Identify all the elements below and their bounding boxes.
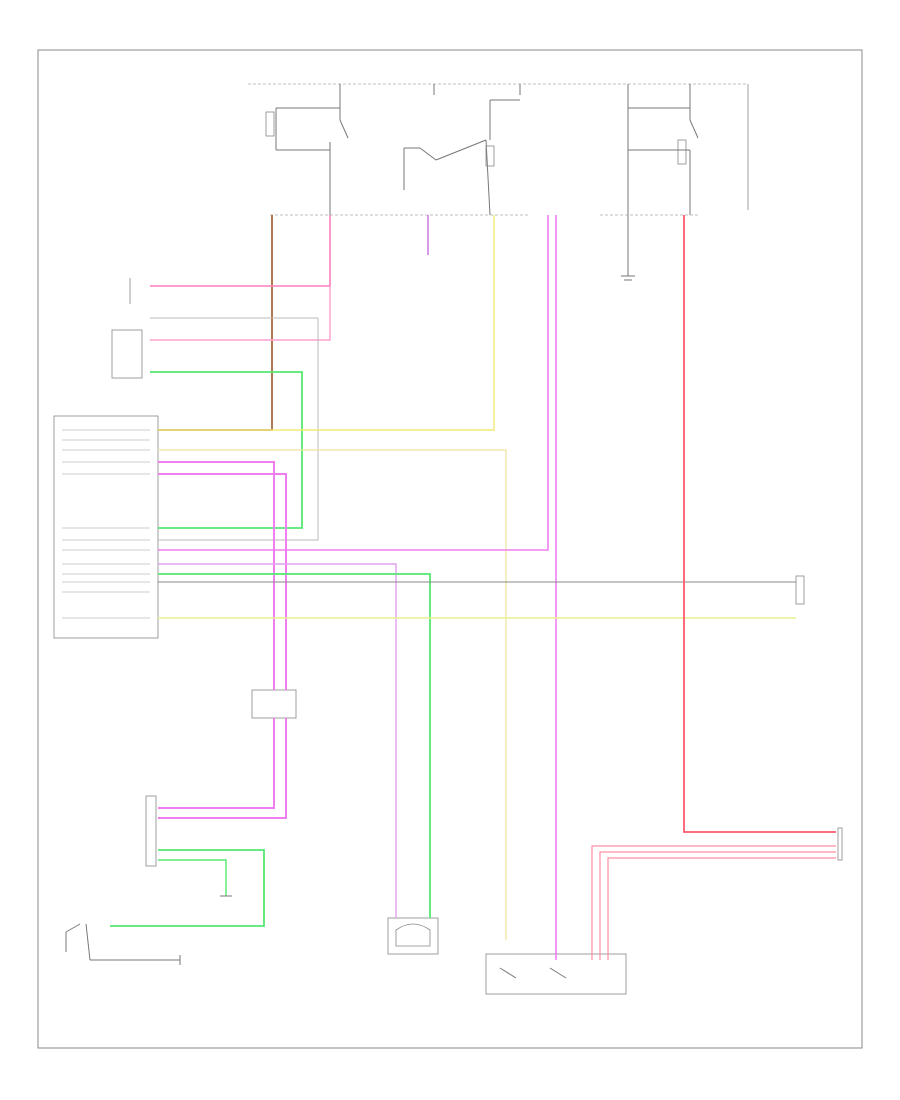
wire-pink-2	[599, 851, 836, 960]
wire-magenta-c	[158, 718, 275, 809]
power-distribution-section	[248, 83, 749, 281]
wire-green-lower-a	[110, 849, 265, 927]
transmission-range-sensor	[387, 917, 439, 955]
wire-yellow-top	[158, 215, 495, 431]
wire-magenta-clutch-a	[158, 215, 549, 551]
right-relay	[627, 84, 699, 215]
wire-red-long	[683, 215, 836, 833]
wire-pink-lower	[150, 286, 331, 341]
left-relay	[265, 84, 349, 215]
ecm-pin-stubs	[62, 429, 150, 619]
nps-connector	[795, 575, 805, 605]
wire-gray	[150, 317, 319, 541]
wire-violet-trs	[158, 563, 397, 918]
body-control-module-lower	[145, 795, 157, 867]
wire-magenta-a	[158, 461, 275, 690]
wire-yellow-2	[158, 449, 507, 940]
wire-pink-upper	[150, 215, 331, 287]
wire-brown	[158, 215, 273, 431]
starter-relay	[403, 84, 521, 216]
wires	[110, 215, 836, 960]
splice-pack	[251, 689, 297, 719]
ecm-module	[53, 415, 159, 639]
wire-pink-3	[607, 857, 836, 960]
park-neutral-switch	[65, 923, 181, 965]
wire-pink-1	[591, 845, 836, 960]
wire-magenta-d	[158, 718, 287, 819]
ground-symbol-right	[621, 215, 635, 281]
wire-green-lower-b	[158, 859, 227, 896]
wire-green-trs	[158, 573, 431, 918]
right-connector	[837, 827, 843, 861]
diagram-frame	[37, 49, 863, 1049]
backup-lamp-relay	[111, 329, 143, 379]
